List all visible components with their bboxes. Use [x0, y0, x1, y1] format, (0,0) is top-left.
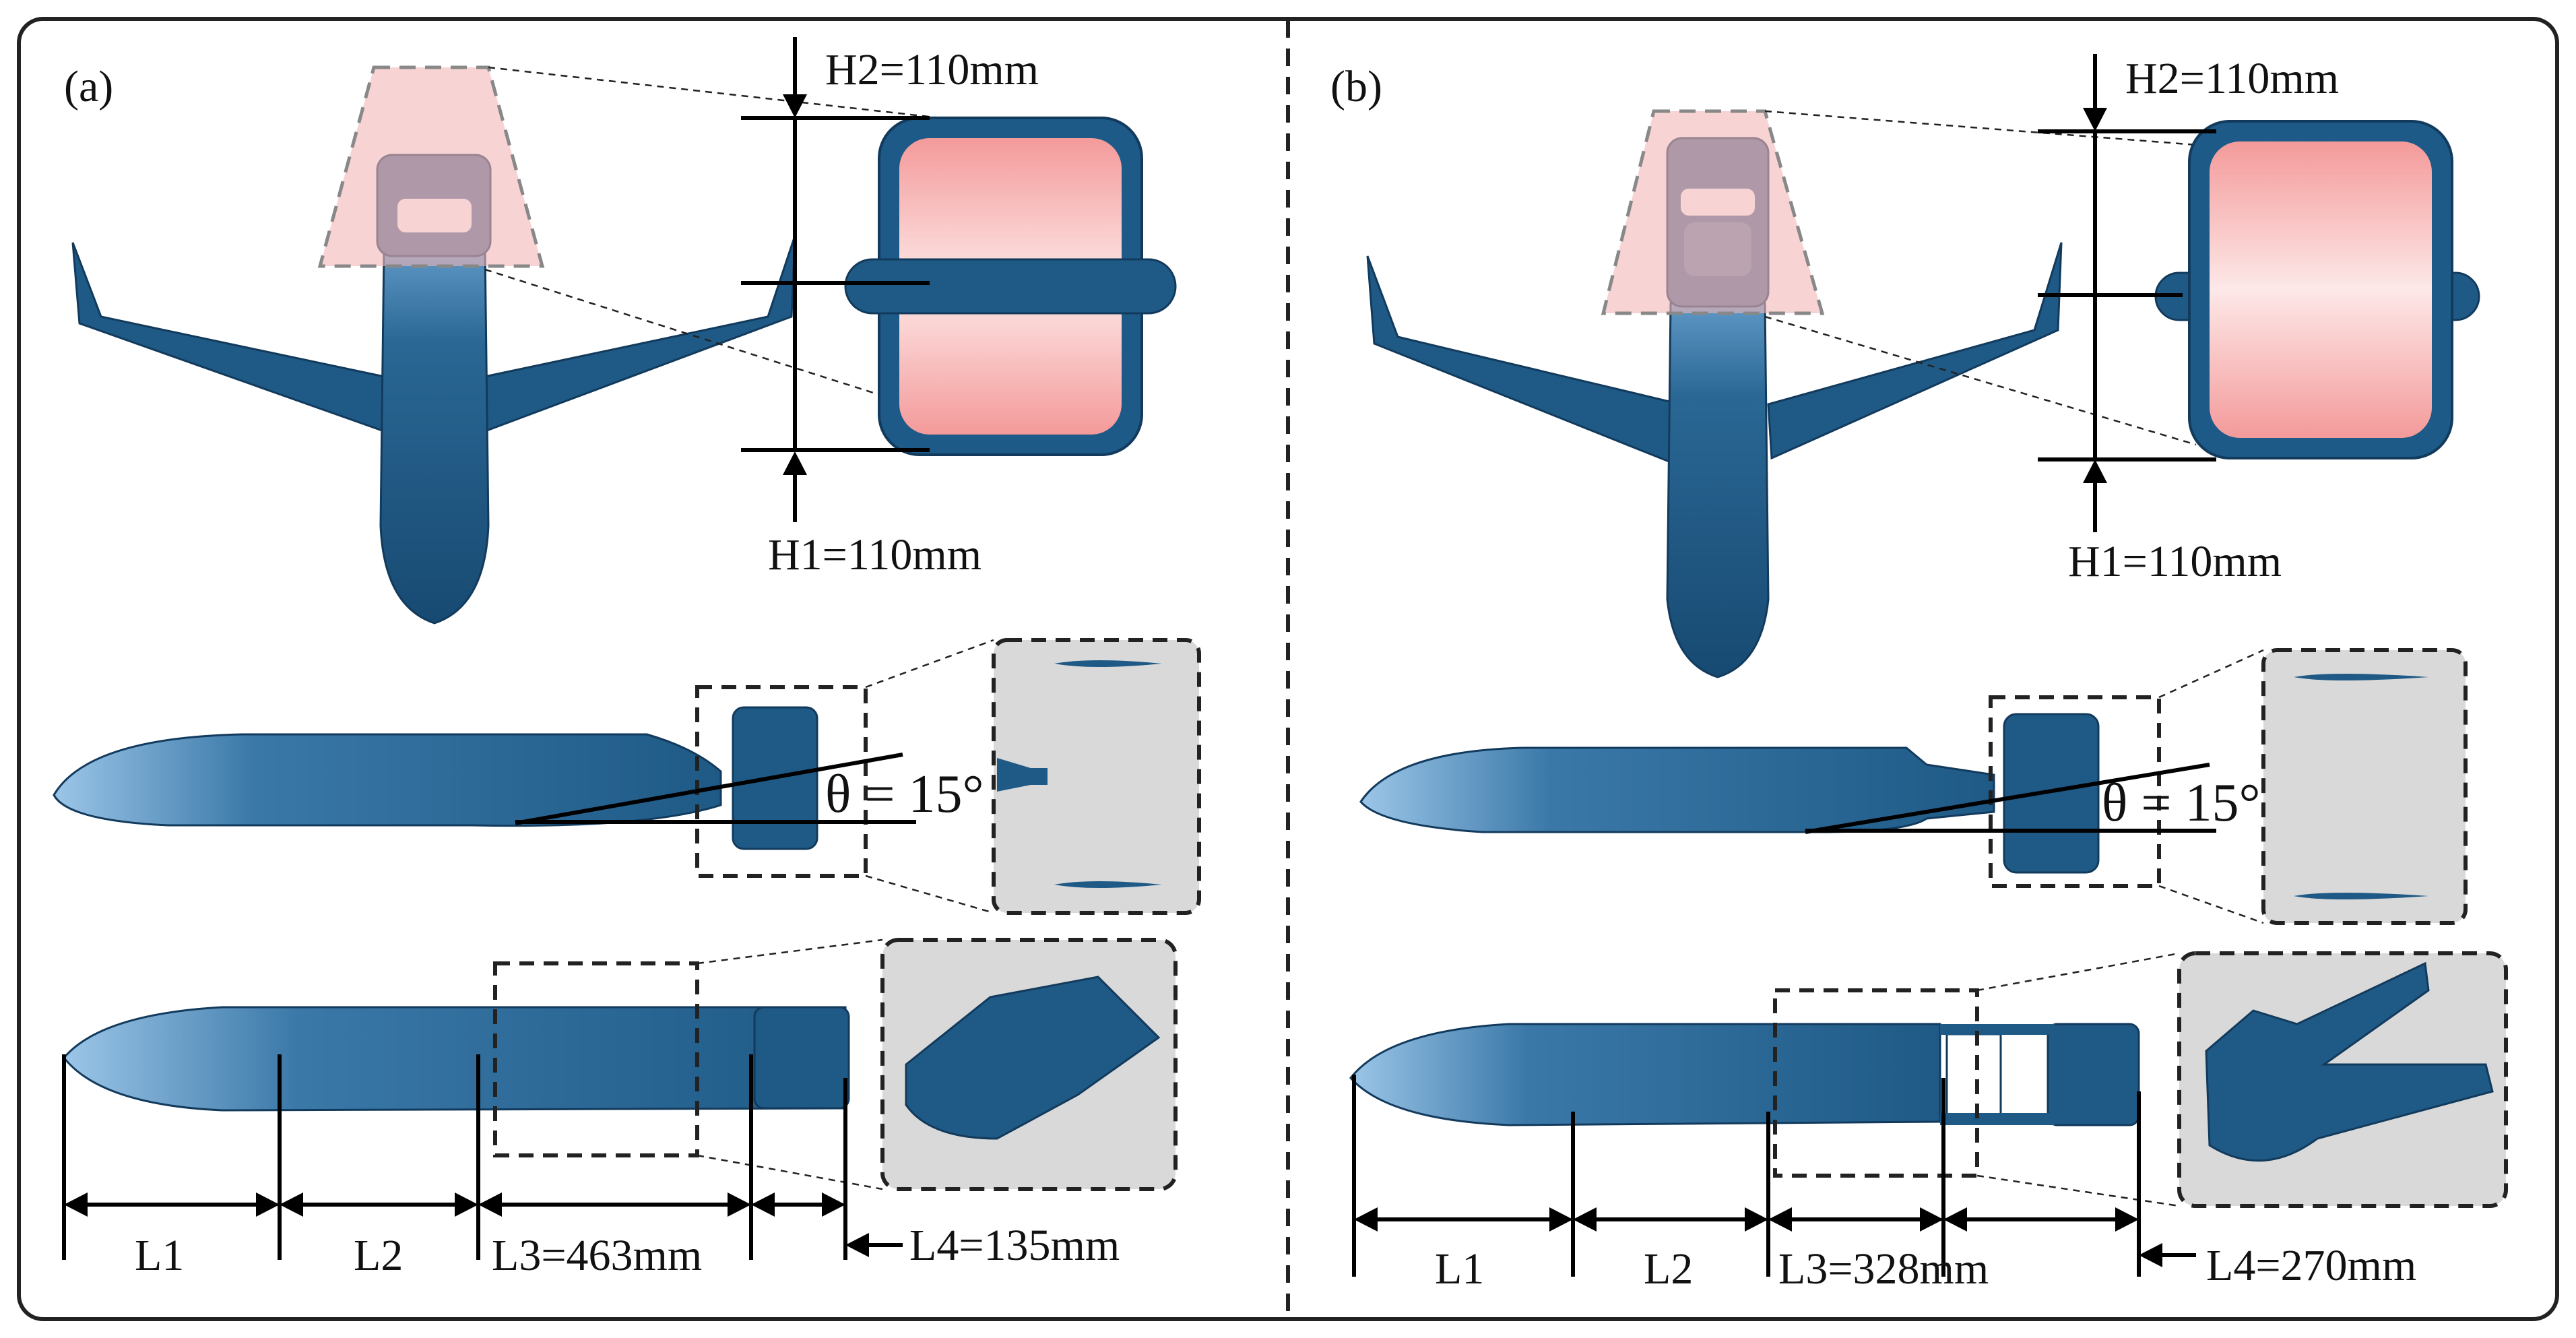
panel-a-side-view: θ = 15° [53, 638, 1201, 915]
h2-label: H2=110mm [825, 45, 1039, 94]
l4-label: L4=135mm [909, 1221, 1120, 1270]
fuselage-top [1666, 302, 1770, 678]
panel-a-top-view [71, 65, 1031, 625]
l3-label: L3=463mm [492, 1231, 702, 1280]
panel-b-side-view: θ = 15° [1359, 648, 2468, 925]
bottom-zoom-box [493, 961, 699, 1157]
bottom-tail [753, 1006, 850, 1110]
fuselage-side [53, 733, 722, 827]
bottom-zoom-box [1773, 988, 1979, 1178]
fuselage-side [1359, 746, 1995, 833]
bottom-rail-bottom [1940, 1113, 2055, 1125]
inlet-duct [2210, 141, 2432, 438]
l1-label: L1 [135, 1231, 184, 1280]
h1-label: H1=110mm [768, 530, 981, 579]
side-zoom-inset [2261, 648, 2468, 925]
panel-a-front-view: H2=110mm H1=110mm [741, 37, 1177, 579]
right-wing [1767, 242, 2063, 460]
panel-b-bottom-view: L1 L2 L3=328mm L4=270mm [1349, 951, 2508, 1294]
l2-label: L2 [354, 1231, 403, 1280]
theta-label: θ = 15° [2102, 773, 2260, 833]
panel-a-bottom-view: L1 L2 L3=463mm L4=135mm [62, 938, 1178, 1280]
side-zoom-box [695, 685, 868, 878]
h2-label: H2=110mm [2125, 54, 2339, 103]
panel-b-front-view: H2=110mm H1=110mm [2038, 54, 2480, 586]
highlight-region [1601, 109, 1825, 315]
fuselage-bottom [1349, 1023, 1941, 1126]
tail-block [2003, 713, 2100, 874]
panel-a: (a) H2=110mm H1=110mm [53, 37, 1201, 1280]
panel-a-label: (a) [64, 62, 113, 111]
fuselage-bottom [63, 1006, 847, 1112]
side-zoom-box [1989, 695, 2161, 888]
l4-label: L4=270mm [2206, 1241, 2416, 1290]
l3-label: L3=328mm [1778, 1244, 1989, 1294]
side-zoom-inset [992, 638, 1201, 915]
l2-label: L2 [1644, 1244, 1693, 1294]
zoom-inlet-shape [2205, 961, 2494, 1162]
zoom-inlet-shape [905, 976, 1161, 1140]
bottom-tail [2047, 1023, 2140, 1126]
highlight-region [317, 65, 545, 268]
panel-b-top-view [1366, 109, 2197, 678]
bottom-rail-top [1940, 1024, 2055, 1035]
panel-b-label: (b) [1330, 62, 1382, 111]
fuselage-top [379, 248, 490, 625]
bottom-cutout [1945, 1033, 2002, 1116]
h1-label: H1=110mm [2068, 537, 2282, 586]
l1-label: L1 [1435, 1244, 1484, 1294]
theta-label: θ = 15° [825, 765, 984, 824]
front-wing-strut [844, 258, 1177, 315]
panel-b: (b) H2=110mm H1=110mm [1330, 54, 2508, 1294]
